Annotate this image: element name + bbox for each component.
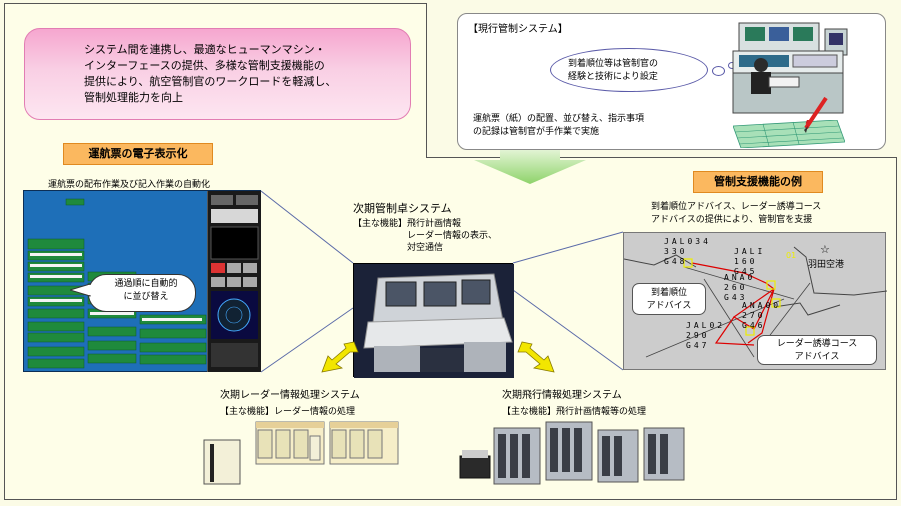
console-func-line: レーダー情報の表示、: [407, 231, 498, 241]
map-graphic: [624, 246, 887, 358]
console-func-line: 対空通信: [407, 243, 444, 253]
support-desc-line: 到着順位アドバイス、レーダー誘導コース: [651, 202, 822, 212]
auto-sort-text: 通過順に自動的 に並び替え: [96, 278, 196, 304]
current-desc-line: の記録は管制官が手作業で実施: [473, 127, 600, 137]
callout-line: レーダー誘導コース: [776, 339, 858, 349]
callout-line: アドバイス: [646, 301, 692, 311]
console-side-panel: [207, 191, 261, 372]
support-desc: 到着順位アドバイス、レーダー誘導コース アドバイスの提供により、管制官を支援: [651, 201, 821, 227]
airport-label: 羽田空港: [808, 260, 845, 270]
goal-box: [24, 28, 411, 120]
console-system-title: 次期管制卓システム: [353, 202, 452, 215]
link-arrow-right-icon: [517, 341, 555, 373]
transition-arrow-icon: [474, 150, 586, 184]
cloud-text: 到着順位等は管制官の 経験と技術により設定: [568, 58, 698, 84]
cloud-line: 経験と技術により設定: [568, 72, 658, 82]
flight-label-4: ANA00 270 G46: [742, 301, 782, 330]
electronic-strips-caption: 運航票の配布作業及び記入作業の自動化: [48, 180, 211, 190]
console-func-line: 【主な機能】飛行計画情報: [353, 219, 462, 229]
radar-system-title: 次期レーダー情報処理システム: [220, 390, 360, 401]
radar-course-callout: レーダー誘導コース アドバイス: [757, 335, 877, 365]
flight-servers-graphic: [459, 421, 685, 485]
support-function-label: 管制支援機能の例: [693, 171, 823, 193]
controller-desk-illustration: [732, 22, 848, 114]
sequence-number: 01: [786, 251, 797, 260]
radar-servers-graphic: [203, 421, 399, 485]
flight-label-2: JALI 160 G45: [734, 247, 766, 276]
cloud-bubble: [550, 48, 708, 92]
flight-system-functions: 【主な機能】飛行計画情報等の処理: [502, 407, 647, 417]
flight-label-5: JAL02 290 G47: [686, 321, 726, 350]
goal-line: 管制処理能力を向上: [84, 91, 183, 104]
balloon-line: 通過順に自動的: [114, 279, 178, 289]
flight-label-3: ANA0 260 G43: [724, 273, 756, 302]
goal-line: インターフェースの提供、多様な管制支援機能の: [84, 59, 325, 72]
cloud-line: 到着順位等は管制官の: [568, 59, 659, 69]
pen-icon: [804, 96, 828, 133]
goal-line: システム間を連携し、最適なヒューマンマシン・: [84, 43, 326, 56]
console-graphic: [354, 264, 514, 378]
goal-line: 提供により、航空管制官のワークロードを軽減し、: [84, 75, 337, 88]
radar-system-functions: 【主な機能】レーダー情報の処理: [220, 407, 356, 417]
cloud-tail-bubble: [712, 66, 725, 76]
star-icon: ☆: [820, 243, 830, 256]
flight-system-title: 次期飛行情報処理システム: [502, 390, 622, 401]
arrival-sequence-callout: 到着順位 アドバイス: [632, 283, 706, 315]
current-system-desc: 運航票（紙）の配置、並び替え、指示事項 の記録は管制官が手作業で実施: [473, 113, 644, 139]
link-arrow-left-icon: [321, 341, 359, 373]
callout-line: 到着順位: [650, 288, 687, 298]
electronic-strips-label: 運航票の電子表示化: [63, 143, 213, 165]
current-desc-line: 運航票（紙）の配置、並び替え、指示事項: [473, 114, 645, 124]
balloon-pointer: [70, 283, 92, 297]
side-panel-graphic: [210, 195, 259, 367]
paper-strips-illustration: [733, 120, 845, 148]
callout-line: アドバイス: [794, 352, 840, 362]
current-system-title: 【現行管制システム】: [468, 24, 568, 35]
console-photo: [353, 263, 514, 378]
balloon-line: に並び替え: [123, 292, 169, 302]
flight-label-1: JAL034 330 G48: [664, 237, 711, 266]
support-desc-line: アドバイスの提供により、管制官を支援: [651, 215, 813, 225]
console-system-functions: 【主な機能】飛行計画情報 レーダー情報の表示、 対空通信: [353, 218, 497, 254]
goal-text: システム間を連携し、最適なヒューマンマシン・ インターフェースの提供、多様な管制…: [84, 42, 384, 106]
